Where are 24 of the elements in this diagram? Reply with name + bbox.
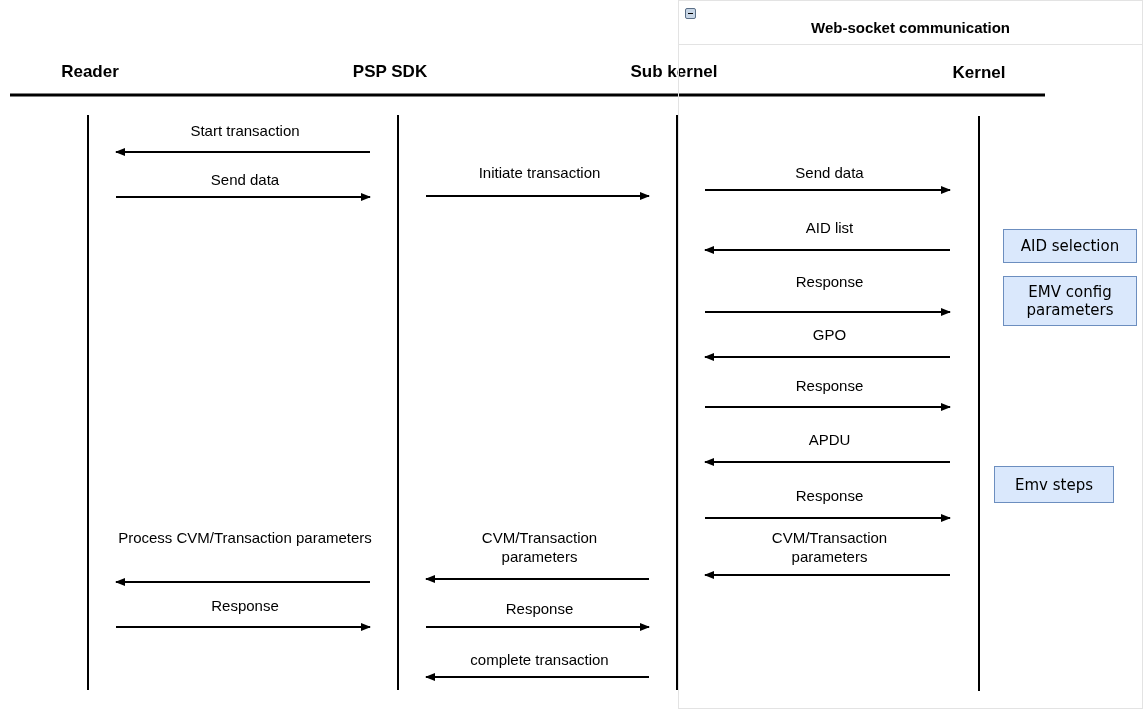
- participant-label: PSP SDK: [351, 62, 429, 82]
- message-arrow: [704, 458, 951, 466]
- message-arrow: [704, 514, 951, 522]
- message-arrow: [704, 403, 951, 411]
- panel-title: Web-socket communication: [810, 19, 1011, 36]
- message-arrow: [425, 575, 650, 583]
- note-box: EMV config parameters: [1003, 276, 1137, 326]
- message-arrow: [704, 308, 951, 316]
- message-arrow: [115, 148, 371, 156]
- message-arrow: [115, 578, 371, 586]
- participant-label: Sub kernel: [629, 62, 719, 82]
- message-arrow: [425, 673, 650, 681]
- message-arrow: [425, 623, 650, 631]
- message-arrow: [704, 246, 951, 254]
- participant-label: Reader: [60, 62, 120, 82]
- participant-label: Kernel: [951, 63, 1007, 83]
- message-arrow: [704, 353, 951, 361]
- message-arrow: [425, 192, 650, 200]
- message-arrow: [115, 193, 371, 201]
- message-arrow: [115, 623, 371, 631]
- note-box: Emv steps: [994, 466, 1114, 503]
- note-box: AID selection: [1003, 229, 1137, 263]
- message-arrow: [704, 186, 951, 194]
- message-arrow: [704, 571, 951, 579]
